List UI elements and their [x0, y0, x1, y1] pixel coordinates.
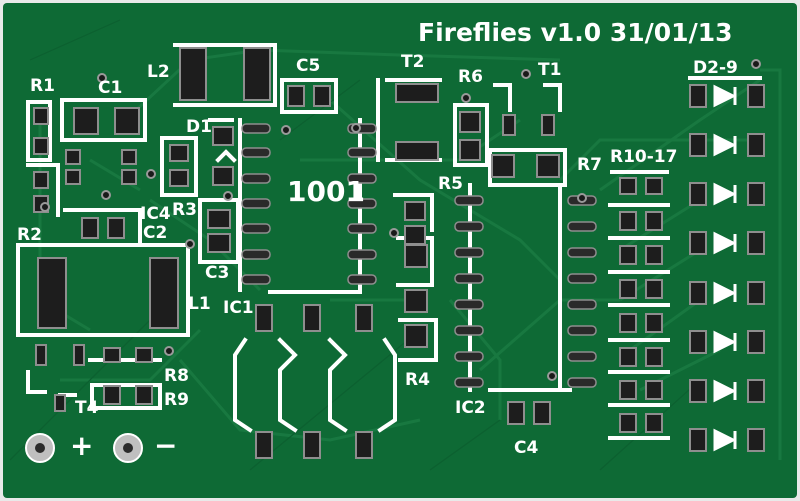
ic2-pins [454, 195, 597, 388]
led-d5 [689, 231, 765, 255]
label-c5: C5 [296, 56, 321, 76]
label-t1: T1 [538, 60, 562, 80]
label-d2-9: D2-9 [693, 58, 738, 78]
label-t4: T4 [75, 398, 99, 418]
label-r3: R3 [172, 200, 197, 220]
led-d4 [689, 182, 765, 206]
label-r1: R1 [30, 76, 55, 96]
led-d2 [689, 84, 737, 108]
vias [40, 59, 761, 381]
label-d1: D1 [186, 117, 212, 137]
label-ic1: IC1 [223, 298, 254, 318]
led-d8 [689, 379, 765, 403]
led-d3 [689, 133, 765, 157]
label-c3: C3 [205, 263, 230, 283]
label-r6: R6 [458, 67, 483, 87]
label-ic4: IC4 [140, 204, 171, 224]
board-title: Fireflies v1.0 31/01/13 [418, 18, 733, 47]
led-d7 [689, 330, 765, 354]
label-minus: − [154, 429, 178, 462]
label-plus: + [70, 429, 94, 462]
label-r5: R5 [438, 174, 463, 194]
label-r9: R9 [164, 390, 189, 410]
label-r4: R4 [405, 370, 430, 390]
label-c2: C2 [143, 223, 168, 243]
ic1-marking: 1001 [287, 175, 365, 208]
label-r10-17: R10-17 [610, 147, 678, 167]
pcb-substrate [3, 3, 797, 498]
led-d6 [689, 281, 765, 305]
label-t2: T2 [401, 52, 425, 72]
label-r2: R2 [17, 225, 42, 245]
label-l2: L2 [147, 62, 170, 82]
label-r7: R7 [577, 155, 602, 175]
label-c4: C4 [514, 438, 539, 458]
label-ic2: IC2 [455, 398, 486, 418]
label-c1: C1 [98, 78, 123, 98]
ic1-pins [241, 123, 377, 285]
r10-17-pads [619, 177, 663, 433]
label-r8: R8 [164, 366, 189, 386]
label-l1: L1 [188, 294, 211, 314]
power-connector [25, 433, 143, 463]
led-d9 [689, 428, 765, 452]
led-column [689, 84, 765, 452]
